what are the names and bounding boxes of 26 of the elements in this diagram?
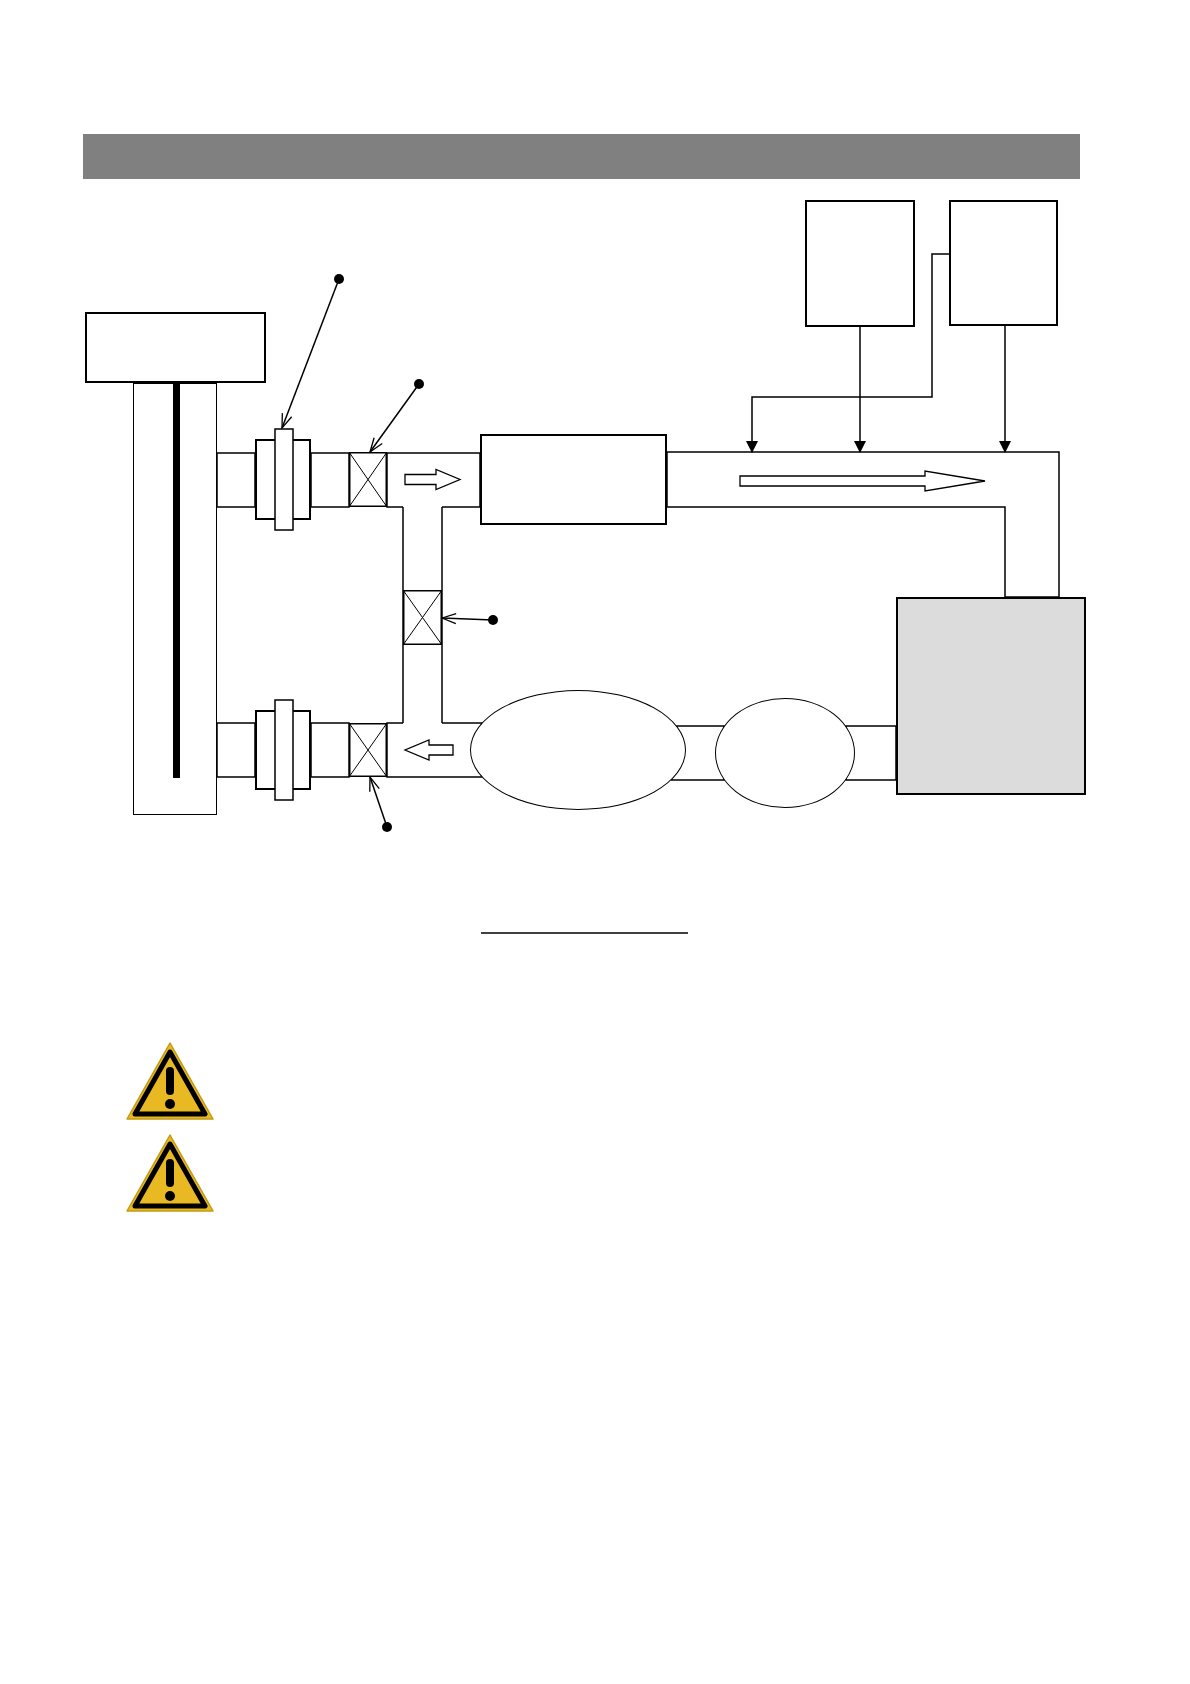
valve-symbol bbox=[403, 590, 442, 645]
tank-lid-box bbox=[85, 312, 266, 383]
control-box bbox=[949, 200, 1058, 326]
filter-box bbox=[480, 434, 667, 525]
pipe bbox=[310, 722, 350, 778]
valve-symbol bbox=[349, 723, 387, 777]
pipe bbox=[216, 452, 256, 508]
flange-coupling bbox=[255, 428, 311, 531]
control-box bbox=[805, 200, 915, 327]
signal-arrow bbox=[746, 253, 950, 453]
pipe bbox=[310, 452, 350, 508]
signal-arrow bbox=[999, 325, 1011, 453]
block-arrow bbox=[403, 739, 454, 761]
leader-line bbox=[369, 776, 392, 832]
block-arrow bbox=[404, 468, 462, 491]
tank-column bbox=[133, 383, 217, 815]
pipe bbox=[666, 451, 1060, 598]
leader-line bbox=[369, 379, 424, 453]
signal-arrow bbox=[854, 326, 866, 453]
leader-line bbox=[441, 612, 498, 625]
heater-box bbox=[896, 597, 1086, 795]
valve-symbol bbox=[349, 452, 387, 507]
leader-line bbox=[281, 274, 344, 429]
flange-coupling bbox=[255, 699, 311, 801]
pipe bbox=[386, 452, 481, 508]
pipe bbox=[216, 722, 256, 778]
